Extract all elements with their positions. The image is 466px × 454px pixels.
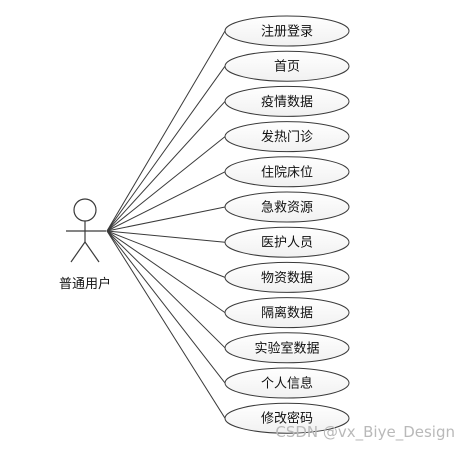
use-case-label: 发热门诊	[261, 129, 313, 145]
use-case-label: 急救资源	[261, 200, 313, 216]
use-case-label: 物资数据	[261, 271, 313, 286]
use-case: 发热门诊	[224, 121, 350, 153]
use-case: 修改密码	[224, 402, 350, 434]
use-case-ellipse	[224, 15, 350, 47]
association-line	[106, 230, 226, 349]
use-case-label: 实验室数据	[254, 340, 319, 356]
actor-right-leg	[84, 241, 100, 263]
use-case-label: 隔离数据	[261, 305, 313, 321]
use-case-ellipse	[224, 191, 350, 223]
use-case-label: 首页	[274, 60, 300, 75]
use-case-label: 住院床位	[261, 165, 313, 180]
use-case-ellipse	[224, 261, 350, 293]
use-case-label: 医护人员	[261, 236, 313, 251]
use-case: 隔离数据	[224, 297, 350, 329]
actor-label: 普通用户	[59, 276, 111, 292]
use-case: 个人信息	[224, 367, 350, 399]
association-line	[106, 171, 226, 232]
association-line	[106, 230, 226, 278]
association-lines	[106, 30, 226, 419]
actor: 普通用户	[59, 198, 111, 292]
association-line	[106, 206, 226, 232]
use-case-label: 修改密码	[261, 411, 313, 427]
use-case-ellipse	[224, 226, 350, 258]
use-case-ellipse	[224, 156, 350, 188]
use-case-ellipse	[224, 121, 350, 153]
use-case-ellipse	[224, 332, 350, 364]
use-case: 疫情数据	[224, 85, 350, 117]
use-case: 实验室数据	[224, 332, 350, 364]
watermark: CSDN @vx_Biye_Design	[275, 423, 455, 442]
association-line	[106, 230, 226, 384]
actor-left-leg	[70, 241, 86, 263]
use-case-ellipse	[224, 402, 350, 434]
association-line	[106, 101, 226, 232]
use-case: 急救资源	[224, 191, 350, 223]
actor-head	[73, 198, 97, 222]
use-case-list: 注册登录首页疫情数据发热门诊住院床位急救资源医护人员物资数据隔离数据实验室数据个…	[224, 15, 350, 434]
use-case-ellipse	[224, 85, 350, 117]
use-case: 首页	[224, 50, 350, 82]
association-line	[106, 30, 226, 232]
use-case: 医护人员	[224, 226, 350, 258]
use-case-ellipse	[224, 297, 350, 329]
use-case: 住院床位	[224, 156, 350, 188]
association-line	[106, 230, 226, 314]
use-case-ellipse	[224, 367, 350, 399]
use-case-label: 疫情数据	[261, 94, 313, 110]
use-case-ellipse	[224, 50, 350, 82]
use-case-label: 注册登录	[261, 25, 313, 40]
association-line	[106, 230, 226, 419]
association-line	[106, 136, 226, 232]
association-line	[106, 65, 226, 232]
use-case: 注册登录	[224, 15, 350, 47]
use-case: 物资数据	[224, 261, 350, 293]
use-case-label: 个人信息	[261, 376, 313, 392]
association-line	[106, 230, 226, 243]
